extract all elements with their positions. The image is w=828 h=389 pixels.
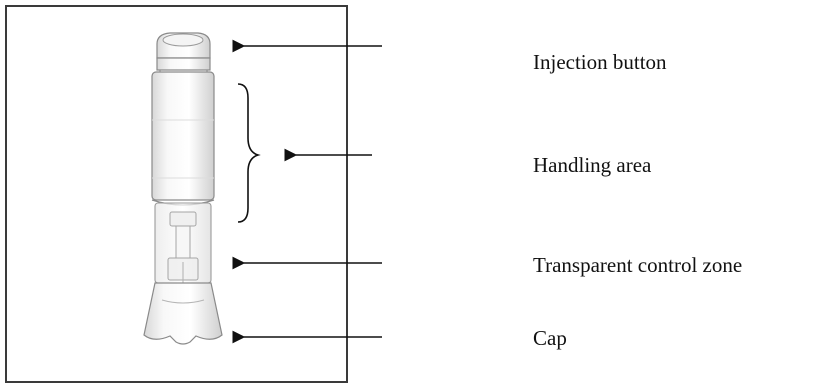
- handling-area-brace: [237, 83, 261, 223]
- handling-area-label: Handling area: [533, 153, 652, 177]
- transparent-control-zone-part: [154, 202, 212, 298]
- handling-area-part: [151, 71, 215, 206]
- cap-label: Cap: [533, 326, 567, 350]
- cap-part: [143, 282, 223, 345]
- injection-button-part: [156, 32, 211, 78]
- transparent-control-zone-label: Transparent control zone: [533, 253, 743, 277]
- injection-button-label: Injection button: [533, 50, 667, 74]
